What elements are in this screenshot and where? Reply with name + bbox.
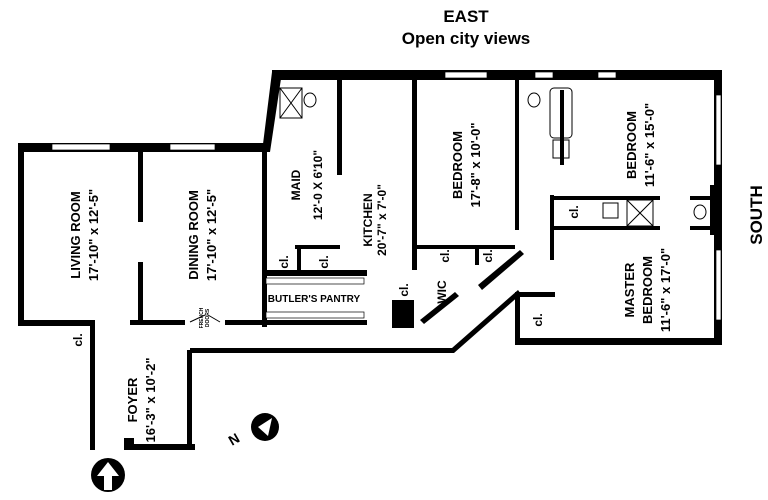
dining-room-size: 17'-10" x 12'-5"	[204, 189, 219, 281]
bedroom-2-name: BEDROOM	[624, 111, 639, 179]
dining-room-name: DINING ROOM	[186, 190, 201, 280]
living-room-name: LIVING ROOM	[68, 191, 83, 278]
closet-label: cl.	[567, 205, 581, 218]
closet-label: cl.	[317, 255, 331, 268]
bedroom-2-size: 11'-6" x 15'-0"	[642, 103, 657, 187]
sink-icon	[552, 139, 570, 159]
wic-label: WIC	[435, 280, 449, 304]
toilet-icon	[303, 92, 317, 108]
toilet-icon	[693, 204, 707, 220]
maid-room-name: MAID	[289, 169, 303, 200]
foyer-size: 16'-3" x 10'-2"	[143, 357, 158, 442]
living-room-size: 17'-10" x 12'-5"	[86, 189, 101, 281]
foyer-name: FOYER	[125, 377, 140, 422]
compass-icon: N	[226, 413, 279, 449]
closet-label: cl.	[438, 249, 452, 262]
bathtub-icon	[549, 87, 573, 139]
closet-label: cl.	[531, 313, 545, 326]
bedroom-1-name: BEDROOM	[450, 131, 465, 199]
closet-label: cl.	[277, 255, 291, 268]
master-bedroom-size: 11'-6" x 17'-0"	[658, 248, 673, 332]
south-label: SOUTH	[747, 185, 766, 245]
compass-letter: N	[226, 430, 243, 449]
fixtures	[189, 87, 707, 323]
sink-icon	[602, 202, 619, 219]
east-label: EAST	[443, 7, 489, 26]
closet-label: cl.	[481, 249, 495, 262]
master-bedroom-name-1: MASTER	[622, 262, 637, 318]
butlers-pantry-label: BUTLER'S PANTRY	[268, 294, 361, 305]
closet-label: cl.	[397, 283, 411, 296]
windows	[51, 71, 722, 321]
closet-label: cl.	[71, 333, 85, 346]
kitchen-size: 20'-7" x 7'-0"	[375, 184, 389, 256]
french-doors-label-2: DOORS	[205, 308, 211, 327]
shower-icon	[626, 199, 654, 227]
north-arrow-icon	[91, 458, 125, 492]
open-city-views-label: Open city views	[402, 29, 531, 48]
bedroom-1-size: 17'-8" x 10'-0"	[468, 122, 483, 207]
french-doors-label-1: FRENCH	[199, 307, 205, 328]
master-bedroom-name-2: BEDROOM	[640, 256, 655, 324]
toilet-icon	[527, 92, 541, 108]
kitchen-name: KITCHEN	[361, 193, 375, 246]
maid-room-size: 12'-0 X 6'10"	[311, 150, 325, 220]
walls	[18, 70, 722, 450]
